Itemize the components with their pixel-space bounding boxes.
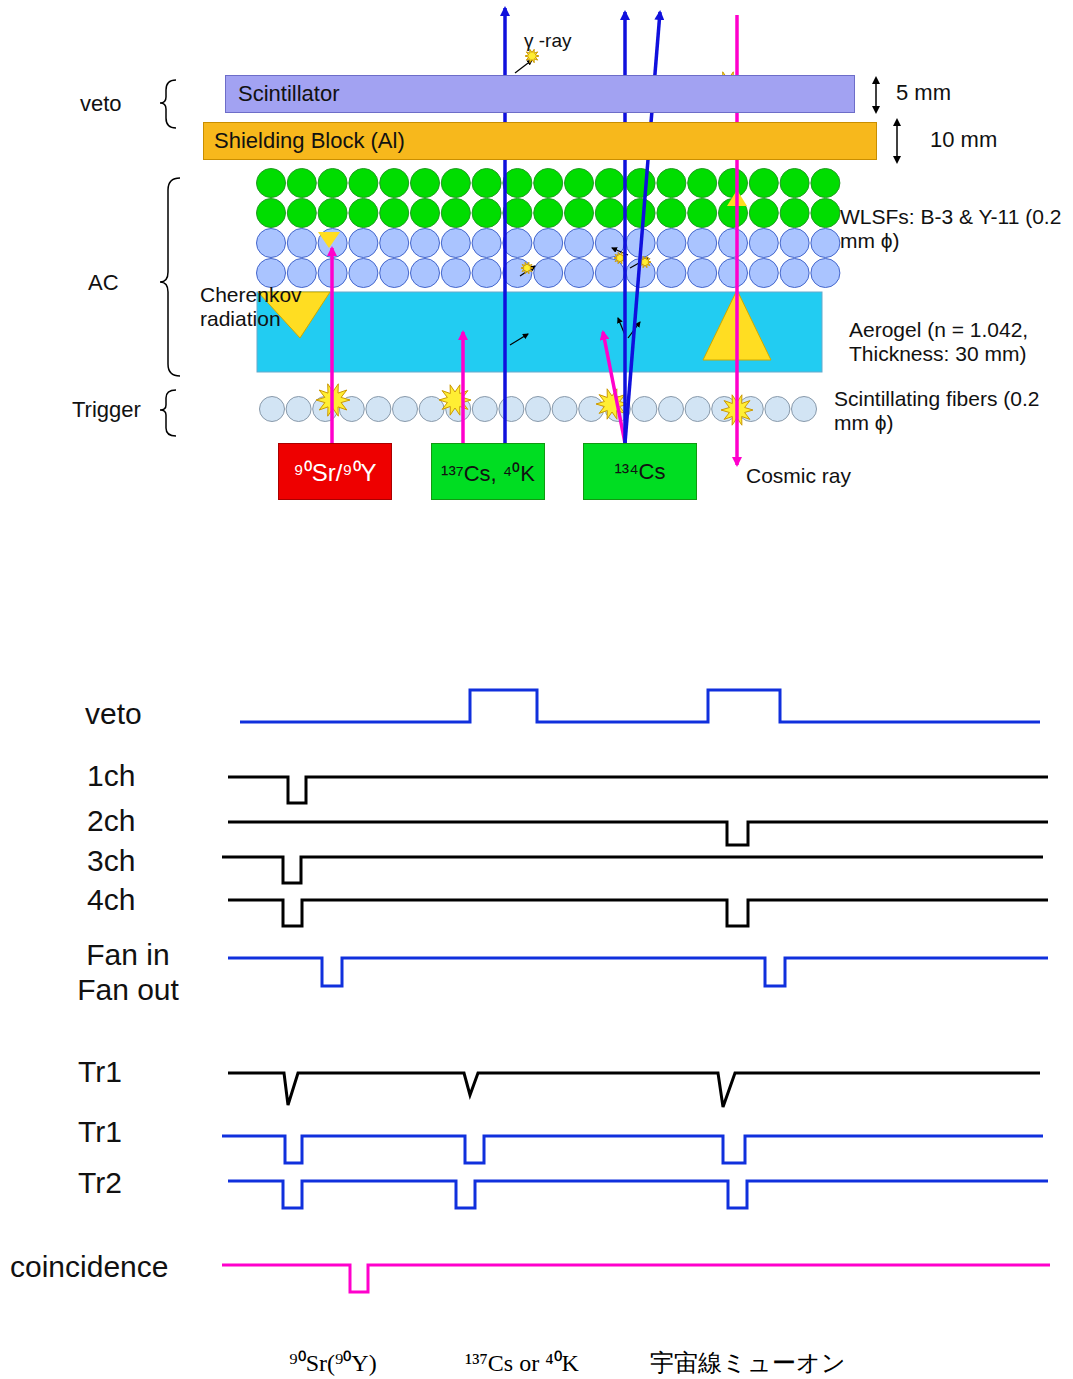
layer-name: ⁹⁰Sr/⁹⁰Y: [293, 455, 376, 488]
particle-label: Cosmic ray: [746, 464, 851, 488]
signal-name: veto: [85, 697, 142, 732]
timing-traces: [222, 690, 1050, 1292]
event-label: 宇宙線ミューオン: [638, 1350, 858, 1378]
signal-name: 1ch: [87, 759, 135, 794]
group-label: Trigger: [72, 397, 141, 422]
signal-name: 4ch: [87, 883, 135, 918]
callout-label: Cherenkov radiation: [200, 283, 332, 331]
layer-name: ¹³⁴Cs: [615, 459, 666, 485]
source-box: ⁹⁰Sr/⁹⁰Y: [278, 443, 392, 500]
source-box: ¹³⁷Cs, ⁴⁰K: [431, 443, 545, 500]
dimension: 10 mm: [930, 127, 997, 152]
cherenkov-light: [318, 232, 340, 248]
dimension-arrow: [876, 78, 897, 162]
part-label: WLSFs: B-3 & Y-11 (0.2 mm ϕ): [840, 205, 1065, 253]
fiber-rows: [257, 169, 840, 422]
group-label: veto: [80, 91, 122, 116]
source-box: ¹³⁴Cs: [583, 443, 697, 500]
event-label: ¹³⁷Cs or ⁴⁰K: [412, 1350, 632, 1378]
signal-name: Fan in Fan out: [62, 938, 194, 1007]
bracket: [160, 80, 180, 436]
signal-name: Tr1: [78, 1055, 122, 1090]
detector-layer: Shielding Block (Al): [203, 122, 877, 160]
event-label: ⁹⁰Sr(⁹⁰Y): [253, 1350, 413, 1378]
signal-name: 2ch: [87, 804, 135, 839]
part-label: Scintillating fibers (0.2 mm ϕ): [834, 387, 1066, 435]
signal-name: 3ch: [87, 844, 135, 879]
signal-name: Tr1: [78, 1115, 122, 1150]
layer-name: ¹³⁷Cs, ⁴⁰K: [441, 457, 535, 487]
layer-name: Shielding Block (Al): [214, 128, 405, 154]
signal-name: Tr2: [78, 1166, 122, 1201]
part-label: Aerogel (n = 1.042, Thickness: 30 mm): [849, 318, 1067, 366]
dimension: 5 mm: [896, 80, 951, 105]
group-label: AC: [88, 270, 119, 295]
particle-label: γ -ray: [524, 30, 572, 52]
layer-name: Scintillator: [238, 81, 339, 107]
signal-name: coincidence: [10, 1250, 168, 1285]
detector-layer: Scintillator: [225, 75, 855, 113]
